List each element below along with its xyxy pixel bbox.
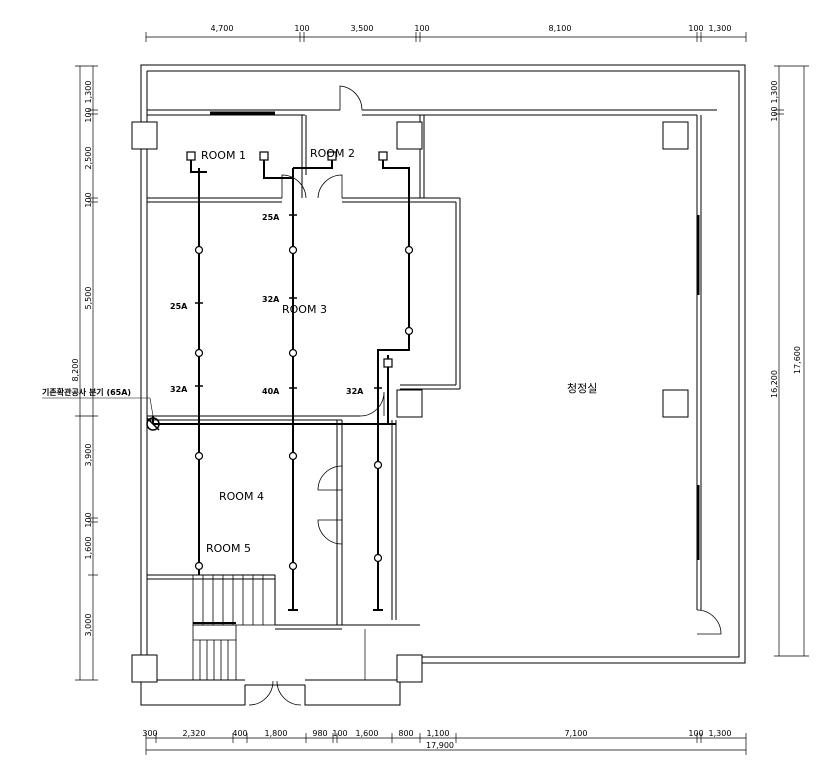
gas-outlets [186,151,393,368]
dim-bottom-11: 100 [688,729,703,738]
dim-top-5: 8,100 [549,24,572,33]
dim-bottom-6: 100 [332,729,347,738]
room-label: 청정실 [567,382,597,395]
dim-bottom-3: 400 [232,729,247,738]
dim-bottom-total: 17,900 [426,741,454,750]
room-label: ROOM 3 [282,303,327,316]
dim-left-7: 3,900 [84,444,93,467]
dim-left-9: 1,600 [84,537,93,560]
doors [248,85,722,706]
dim-bottom-4: 1,800 [265,729,288,738]
dim-left-5: 5,500 [84,287,93,310]
dim-right-1: 1,300 [770,81,779,104]
pipe-size-label: 25A [262,213,280,222]
dim-bottom-2: 2,320 [183,729,206,738]
dim-left-1: 1,300 [84,81,93,104]
supply-branch-label: 기존확관공사 분기 (65A) [42,387,131,397]
dim-right-3: 16,200 [770,370,779,398]
dim-top-7: 1,300 [709,24,732,33]
dim-top-1: 4,700 [211,24,234,33]
stairs [192,574,276,681]
pipe-valves [194,245,414,571]
dim-left-3: 2,500 [84,147,93,170]
pipe-size-label: 25A [170,302,188,311]
dim-bottom-10: 7,100 [565,729,588,738]
dim-top-2: 100 [294,24,309,33]
dim-top-4: 100 [414,24,429,33]
pipe-size-label: 32A [346,387,364,396]
dim-left-4: 100 [84,192,93,207]
pipe-size-label: 32A [170,385,188,394]
room-label: ROOM 1 [201,149,246,162]
dim-bottom-5: 980 [312,729,327,738]
dim-bottom-7: 1,600 [356,729,379,738]
room-label: ROOM 2 [310,147,355,160]
dim-right-4: 17,600 [793,346,802,374]
dim-top-6: 100 [688,24,703,33]
dimension-lines [75,32,809,755]
dim-left-6: 8,200 [71,359,80,382]
room-label: ROOM 4 [219,490,264,503]
dim-right-2: 100 [770,106,779,121]
pipe-size-label: 40A [262,387,280,396]
dim-bottom-12: 1,300 [709,729,732,738]
pipe-size-label: 32A [262,295,280,304]
dim-bottom-8: 800 [398,729,413,738]
dim-left-10: 3,000 [84,614,93,637]
dim-bottom-9: 1,100 [427,729,450,738]
supply-connection-icon [146,417,160,431]
dim-left-2: 100 [84,107,93,122]
dim-top-3: 3,500 [351,24,374,33]
gas-piping [152,156,410,611]
pipe-reducers [195,214,382,389]
room-label: ROOM 5 [206,542,251,555]
dim-bottom-1: 300 [142,729,157,738]
columns [131,121,689,683]
dim-left-8: 100 [84,512,93,527]
